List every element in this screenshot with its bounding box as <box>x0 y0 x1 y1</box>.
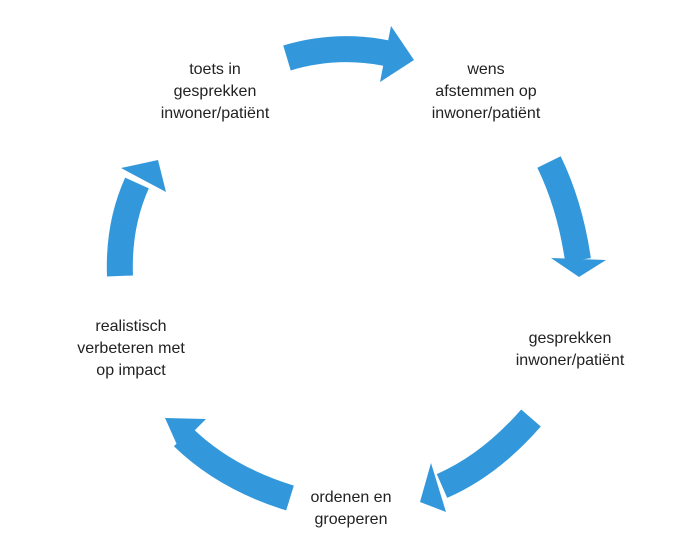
step-label-gesprekken: gesprekken inwoner/patiënt <box>515 330 625 369</box>
arrow-wens-to-gesprekken <box>537 156 606 277</box>
arrow-realistisch-to-toets <box>106 160 166 277</box>
arrow-toets-to-wens <box>283 26 414 82</box>
arrow-gesprekken-to-ordenen <box>420 409 541 512</box>
arrow-ordenen-to-realistisch <box>165 418 294 511</box>
step-label-wens: wens afstemmen op inwoner/patiënt <box>431 61 541 122</box>
step-label-toets: toets in gesprekken inwoner/patiënt <box>160 61 270 122</box>
step-label-realistisch: realistisch verbeteren met op impact <box>77 318 185 379</box>
step-label-ordenen: ordenen en groeperen <box>310 489 392 528</box>
